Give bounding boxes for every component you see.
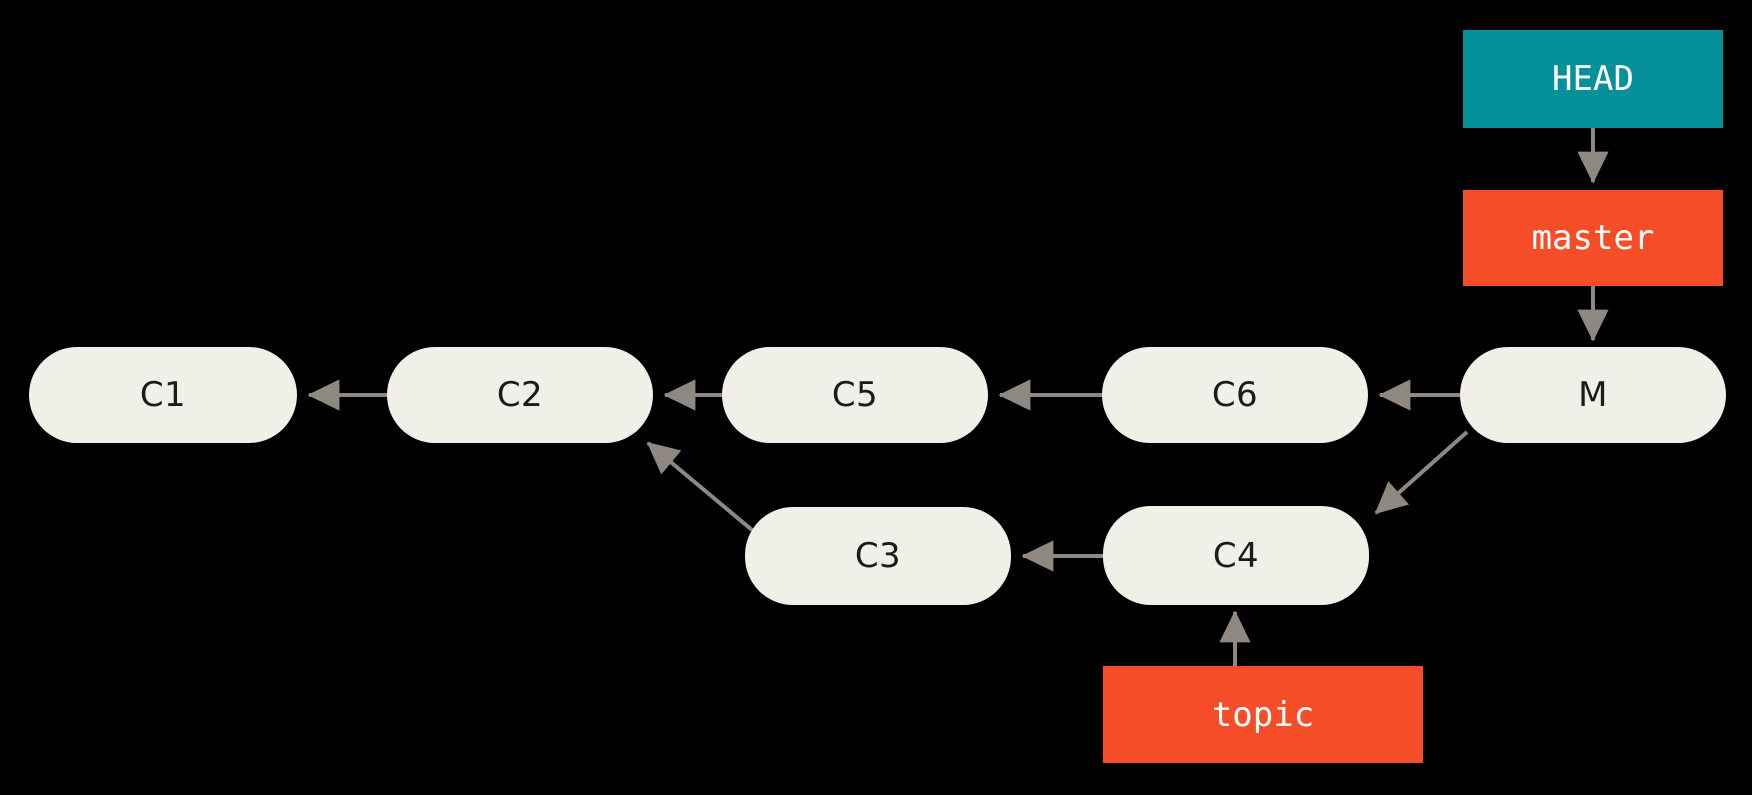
commit-node-c6[interactable]: C6	[1102, 347, 1368, 443]
edge-m-to-c4	[1374, 430, 1469, 515]
commit-node-m[interactable]: M	[1460, 347, 1726, 443]
commit-node-c5[interactable]: C5	[722, 347, 988, 443]
edge-c3-to-c2	[646, 441, 754, 532]
ref-label-master[interactable]: master	[1463, 190, 1723, 286]
ref-label-topic[interactable]: topic	[1103, 666, 1423, 763]
commit-node-c4[interactable]: C4	[1103, 506, 1369, 605]
commit-node-c1[interactable]: C1	[29, 347, 297, 443]
ref-label-head[interactable]: HEAD	[1463, 30, 1723, 128]
commit-node-c3[interactable]: C3	[745, 507, 1011, 605]
commit-node-c2[interactable]: C2	[387, 347, 653, 443]
